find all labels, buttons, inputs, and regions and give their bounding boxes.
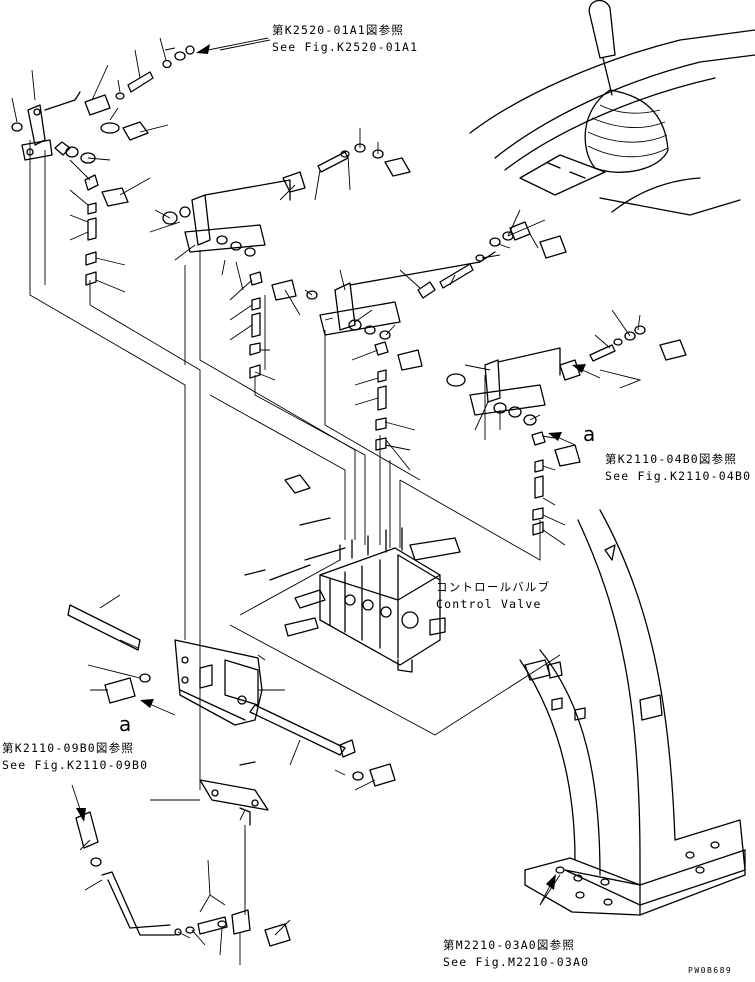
drawing-code: PW0B689: [688, 966, 733, 975]
control-valve-label-ja: コントロールバルブ: [436, 580, 551, 594]
lever-boot: [584, 0, 669, 173]
ref-m2210-ja: 第M2210-03A0図参照: [443, 938, 576, 952]
ref-k2110-04-en: See Fig.K2110-04B0: [605, 469, 752, 483]
ref-k2110-09-en: See Fig.K2110-09B0: [2, 758, 149, 772]
view-mark-a-left: a: [119, 712, 132, 736]
ref-k2110-04-ja: 第K2110-04B0図参照: [605, 452, 738, 466]
lower-linkage: [67, 604, 396, 947]
control-valve-label-en: Control Valve: [436, 597, 542, 611]
reference-arrows: [71, 37, 601, 906]
ref-k2110-09-ja: 第K2110-09B0図参照: [2, 741, 135, 755]
ref-k2520-ja: 第K2520-01A1図参照: [272, 23, 405, 37]
view-mark-a-right: a: [583, 422, 596, 446]
leader-lines: [11, 37, 642, 965]
right-lever-assembly: [306, 221, 567, 451]
ref-m2210-en: See Fig.M2210-03A0: [443, 955, 590, 969]
control-valve: [244, 474, 461, 673]
far-right-lever-assembly: [446, 325, 687, 536]
cab-console: [469, 29, 755, 216]
linkage-rods: [29, 140, 561, 736]
pedestal: [519, 509, 746, 916]
ref-k2520-en: See Fig.K2520-01A1: [272, 40, 419, 54]
left-lever-assembly: [11, 45, 195, 286]
